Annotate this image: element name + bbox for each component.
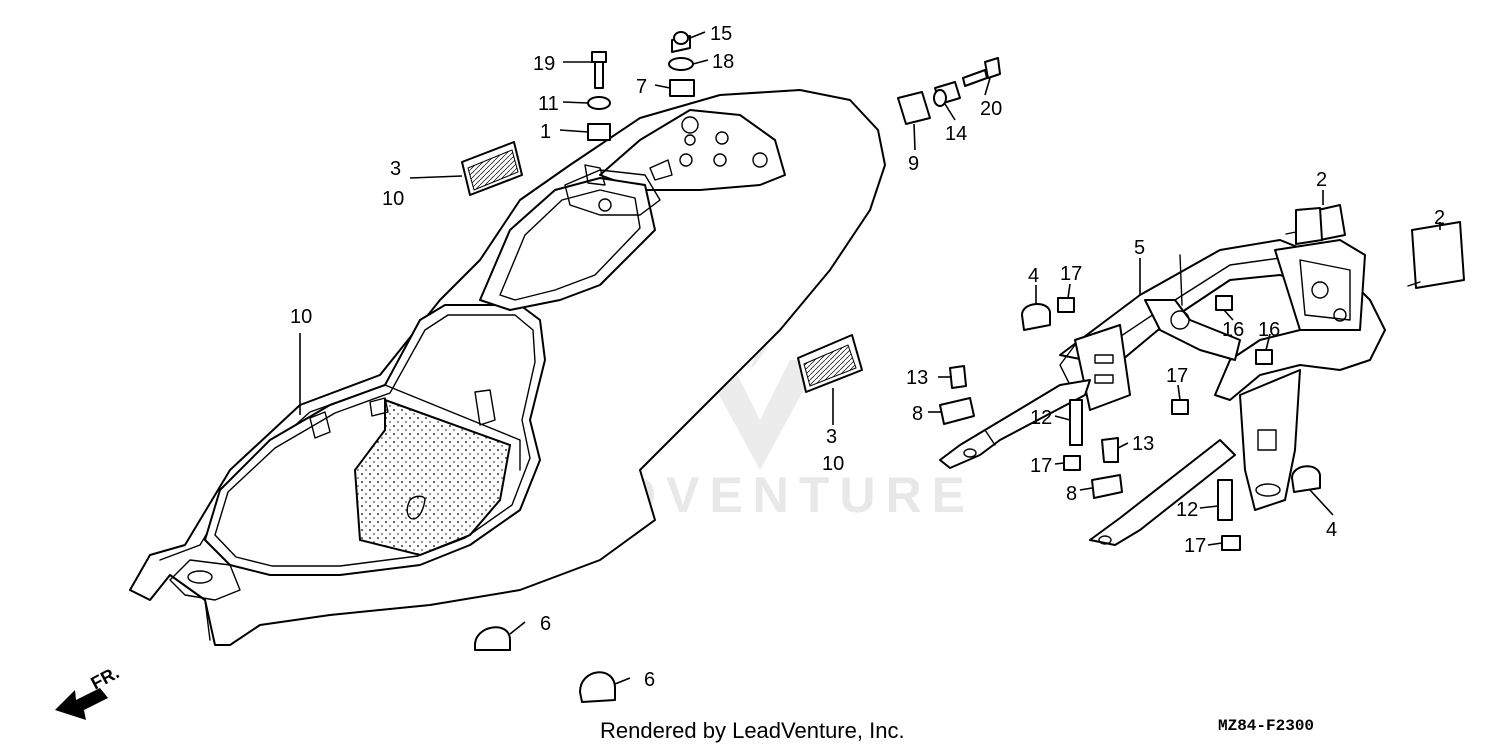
grommet-9 [897, 91, 931, 125]
collar-11 [587, 96, 611, 110]
rear-frame [939, 239, 1386, 546]
callout-17: 17 [1184, 535, 1206, 557]
bumper-4-a [1021, 303, 1051, 331]
callout-19: 19 [533, 53, 555, 75]
plate-2-a [1285, 204, 1346, 245]
nut-17-b [1171, 399, 1189, 415]
bolt-19 [591, 51, 607, 89]
callout-10: 10 [822, 453, 844, 475]
small-parts [461, 31, 1465, 703]
callout-6: 6 [644, 669, 655, 691]
callout-13: 13 [906, 367, 928, 389]
front-arrow-icon [55, 688, 108, 720]
callout-12: 12 [1176, 499, 1198, 521]
callout-7: 7 [636, 76, 647, 98]
nut-17-c [1063, 455, 1081, 471]
bumper-4-b [1291, 465, 1321, 493]
callout-2: 2 [1434, 207, 1445, 229]
callout-13: 13 [1132, 433, 1154, 455]
grommet-7 [669, 79, 695, 97]
callout-1: 1 [540, 121, 551, 143]
callout-15: 15 [710, 23, 732, 45]
callout-6: 6 [540, 613, 551, 635]
front-direction-indicator: FR. [55, 662, 122, 720]
grommet-8-a [939, 397, 975, 425]
callout-3: 3 [826, 426, 837, 448]
front-label: FR. [87, 662, 122, 693]
callout-8: 8 [1066, 483, 1077, 505]
bolt-13-b [1101, 437, 1119, 463]
callout-11: 11 [538, 93, 559, 115]
reflector-3-lower [797, 334, 863, 393]
callout-20: 20 [980, 98, 1002, 120]
washer-18 [668, 57, 694, 71]
render-credit: Rendered by LeadVenture, Inc. [600, 718, 905, 743]
grommet-8-b [1091, 474, 1123, 499]
callout-3: 3 [390, 158, 401, 180]
cushion-6-b [579, 671, 616, 703]
callout-12: 12 [1030, 407, 1052, 429]
callout-16: 16 [1222, 319, 1244, 341]
nut-17-a [1057, 297, 1075, 313]
bolt-12-b [1217, 479, 1233, 521]
collar-14 [933, 81, 961, 107]
leader-lines [299, 31, 1441, 685]
callout-17: 17 [1060, 263, 1082, 285]
callout-14: 14 [945, 123, 967, 145]
bolt-13-a [949, 365, 967, 389]
bolt-20 [962, 57, 1001, 87]
callout-9: 9 [908, 153, 919, 175]
diagram-code: MZ84-F2300 [1218, 717, 1314, 735]
callout-10: 10 [290, 306, 312, 328]
callout-5: 5 [1134, 237, 1145, 259]
callout-17: 17 [1166, 365, 1188, 387]
callout-8: 8 [912, 403, 923, 425]
reflector-3-upper [461, 141, 523, 196]
callout-16: 16 [1258, 319, 1280, 341]
callout-18: 18 [712, 51, 734, 73]
rear-fender [129, 89, 886, 646]
nut-16-b [1255, 349, 1273, 365]
callout-17: 17 [1030, 455, 1052, 477]
callout-10: 10 [382, 188, 404, 210]
nut-17-d [1221, 535, 1241, 551]
callout-4: 4 [1326, 519, 1337, 541]
grommet-1 [587, 123, 611, 141]
nut-16-a [1215, 295, 1233, 311]
bolt-12-a [1069, 399, 1083, 446]
callout-2: 2 [1316, 169, 1327, 191]
callout-4: 4 [1028, 265, 1039, 287]
callout-labels: 19 15 18 7 11 1 3 10 20 9 14 10 3 10 6 6… [290, 23, 1445, 691]
plate-2-b [1407, 221, 1465, 289]
cushion-6-a [474, 626, 511, 651]
